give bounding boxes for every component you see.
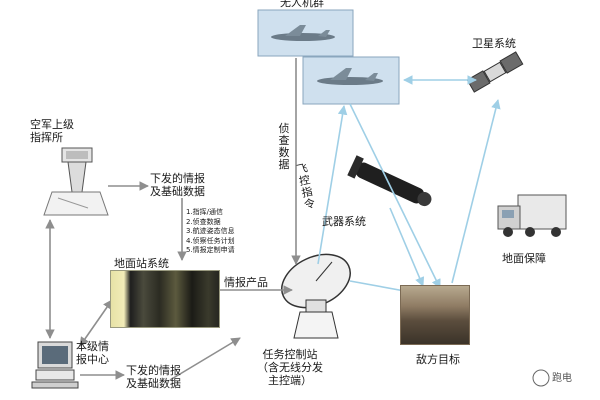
enemy-target-label: 敌方目标 bbox=[416, 353, 460, 366]
link-arrows-gray bbox=[45, 58, 301, 381]
ground-info-item: 4.侦察任务计划 bbox=[186, 236, 235, 245]
issued-intel-bottom-label: 下发的情报 及基础数据 bbox=[126, 364, 181, 390]
weapon-system-label: 武器系统 bbox=[322, 215, 366, 228]
ground-info-item: 5.情报定制申请 bbox=[186, 246, 235, 254]
ground-support-label: 地面保障 bbox=[502, 252, 546, 265]
radar-dish-icon bbox=[281, 253, 351, 339]
watermark-logo-icon bbox=[532, 369, 550, 387]
ground-info-item: 3.航迹姿态信息 bbox=[186, 227, 235, 235]
support-truck-icon bbox=[497, 194, 567, 237]
ground-info-item: 2.侦查数据 bbox=[186, 217, 221, 226]
uav-image-2 bbox=[302, 56, 400, 105]
ground-info-list: 1.指挥/通信 2.侦查数据 3.航迹姿态信息 4.侦察任务计划 5.情报定制申… bbox=[186, 208, 235, 256]
issued-intel-top-label: 下发的情报 及基础数据 bbox=[150, 172, 205, 198]
watermark-text: 跑电 bbox=[552, 373, 572, 384]
intel-products-label: 情报产品 bbox=[224, 276, 268, 289]
uav-group-label: 无人机群 bbox=[280, 0, 324, 9]
enemy-target-image bbox=[400, 285, 470, 345]
ground-info-item: 1.指挥/通信 bbox=[186, 208, 224, 216]
satellite-label: 卫星系统 bbox=[472, 37, 516, 50]
uav-image-1 bbox=[257, 9, 354, 57]
local-intel-center-label: 本级情 报中心 bbox=[76, 340, 109, 366]
command-post-label: 空军上级 指挥所 bbox=[30, 118, 74, 144]
control-tower-icon bbox=[43, 147, 109, 216]
computer-icon bbox=[31, 341, 79, 389]
ground-station-label: 地面站系统 bbox=[114, 257, 169, 270]
ground-station-image bbox=[110, 270, 220, 328]
recon-data-label: 侦查数据 bbox=[278, 122, 290, 171]
satellite-icon bbox=[466, 51, 524, 93]
mission-control-label: 任务控制站 （含无线分发 主控端） bbox=[257, 348, 323, 387]
missile-icon bbox=[347, 155, 432, 207]
